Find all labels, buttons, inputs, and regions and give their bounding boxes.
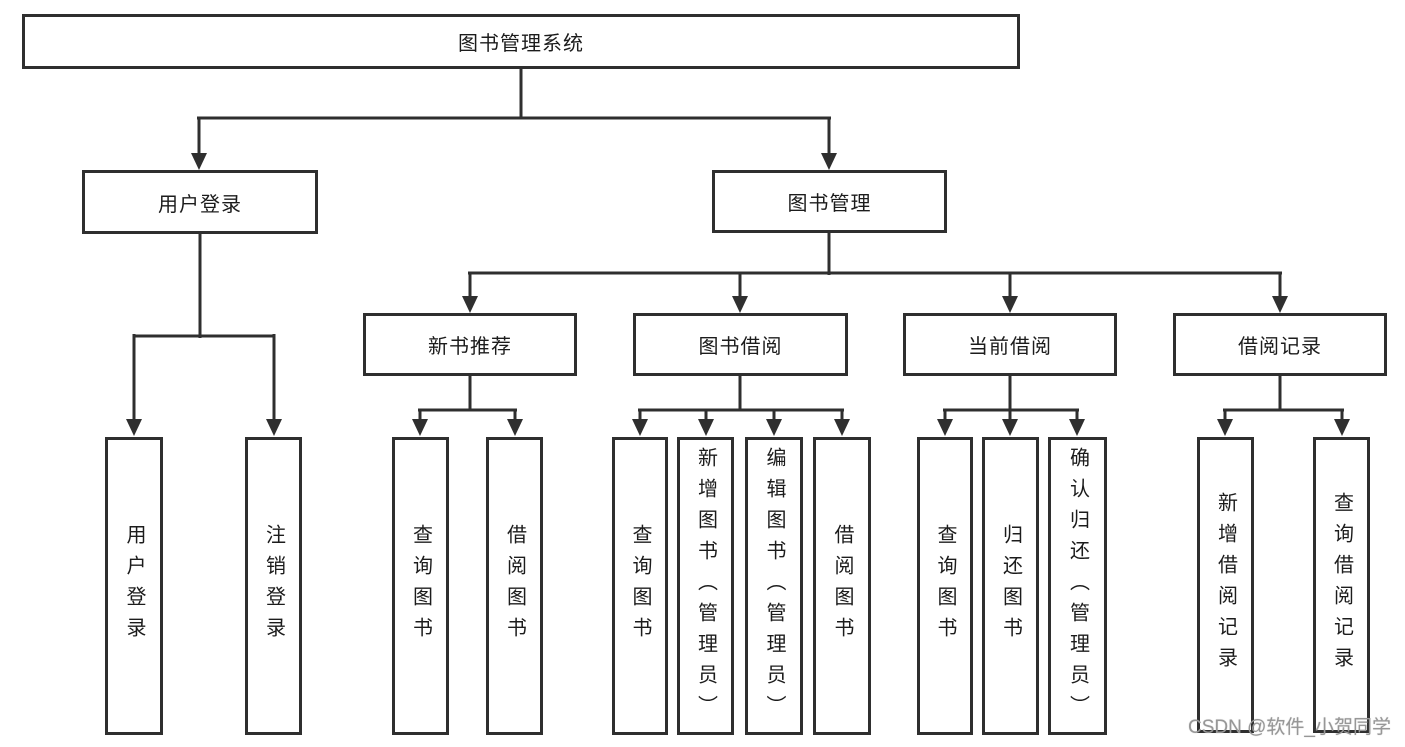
- node-book-borrow: 图书借阅: [633, 313, 848, 376]
- node-book-mgmt: 图书管理: [712, 170, 947, 233]
- node-bb-add-book: 新增图书（管理员）: [677, 437, 734, 735]
- node-bb-edit-book-label: 编辑图书（管理员）: [763, 446, 785, 726]
- node-nbr-query-book-label: 查询图书: [409, 524, 432, 648]
- node-cb-query-book-label: 查询图书: [934, 524, 956, 648]
- node-bb-query-book: 查询图书: [612, 437, 668, 735]
- node-nbr-borrow-book-label: 借阅图书: [503, 524, 526, 648]
- node-bb-add-book-label: 新增图书（管理员）: [694, 446, 717, 726]
- node-cb-return-book: 归还图书: [982, 437, 1039, 735]
- node-leaf-logout: 注销登录: [245, 437, 302, 735]
- node-book-mgmt-label: 图书管理: [787, 193, 872, 215]
- arrowhead: [266, 419, 282, 436]
- arrowhead: [766, 419, 782, 436]
- node-new-book-rec: 新书推荐: [363, 313, 577, 376]
- arrowhead: [732, 296, 748, 313]
- arrowhead: [834, 419, 850, 436]
- node-borrow-record-label: 借阅记录: [1238, 336, 1322, 358]
- arrowhead: [507, 419, 523, 436]
- node-root: 图书管理系统: [22, 14, 1020, 69]
- node-new-book-rec-label: 新书推荐: [428, 336, 512, 358]
- arrowhead: [412, 419, 428, 436]
- node-leaf-user-login: 用户登录: [105, 437, 163, 735]
- arrowhead: [698, 419, 714, 436]
- watermark: CSDN @软件_小贺同学: [1188, 717, 1391, 738]
- arrowhead: [462, 296, 478, 313]
- node-cb-confirm-return-label: 确认归还（管理员）: [1066, 446, 1089, 726]
- node-user-login: 用户登录: [82, 170, 318, 234]
- node-current-borrow-label: 当前借阅: [968, 336, 1052, 358]
- node-root-label: 图书管理系统: [458, 33, 584, 55]
- arrowheads: [126, 153, 1350, 436]
- node-cb-confirm-return: 确认归还（管理员）: [1048, 437, 1107, 735]
- node-user-login-label: 用户登录: [158, 193, 242, 216]
- arrowhead: [1272, 296, 1288, 313]
- node-nbr-borrow-book: 借阅图书: [486, 437, 543, 735]
- node-bb-borrow-book-label: 借阅图书: [831, 524, 853, 648]
- node-book-borrow-label: 图书借阅: [698, 336, 783, 358]
- arrowhead: [1217, 419, 1233, 436]
- node-bb-query-book-label: 查询图书: [629, 524, 651, 648]
- connector-lines: [132, 68, 1344, 423]
- arrowhead: [1002, 296, 1018, 313]
- arrowhead: [1334, 419, 1350, 436]
- node-br-query-record-label: 查询借阅记录: [1330, 492, 1353, 678]
- node-br-add-record-label: 新增借阅记录: [1214, 492, 1237, 678]
- node-br-add-record: 新增借阅记录: [1197, 437, 1254, 733]
- node-nbr-query-book: 查询图书: [392, 437, 449, 735]
- arrowhead: [126, 419, 142, 436]
- node-leaf-user-login-label: 用户登录: [123, 524, 145, 648]
- node-cb-query-book: 查询图书: [917, 437, 973, 735]
- arrowhead: [191, 153, 207, 170]
- node-bb-edit-book: 编辑图书（管理员）: [745, 437, 803, 735]
- arrowhead: [632, 419, 648, 436]
- arrowhead: [1002, 419, 1018, 436]
- node-leaf-logout-label: 注销登录: [262, 524, 285, 648]
- node-current-borrow: 当前借阅: [903, 313, 1117, 376]
- node-cb-return-book-label: 归还图书: [999, 524, 1022, 648]
- arrowhead: [821, 153, 837, 170]
- arrowhead: [937, 419, 953, 436]
- arrowhead: [1069, 419, 1085, 436]
- node-br-query-record: 查询借阅记录: [1313, 437, 1370, 733]
- node-bb-borrow-book: 借阅图书: [813, 437, 871, 735]
- node-borrow-record: 借阅记录: [1173, 313, 1387, 376]
